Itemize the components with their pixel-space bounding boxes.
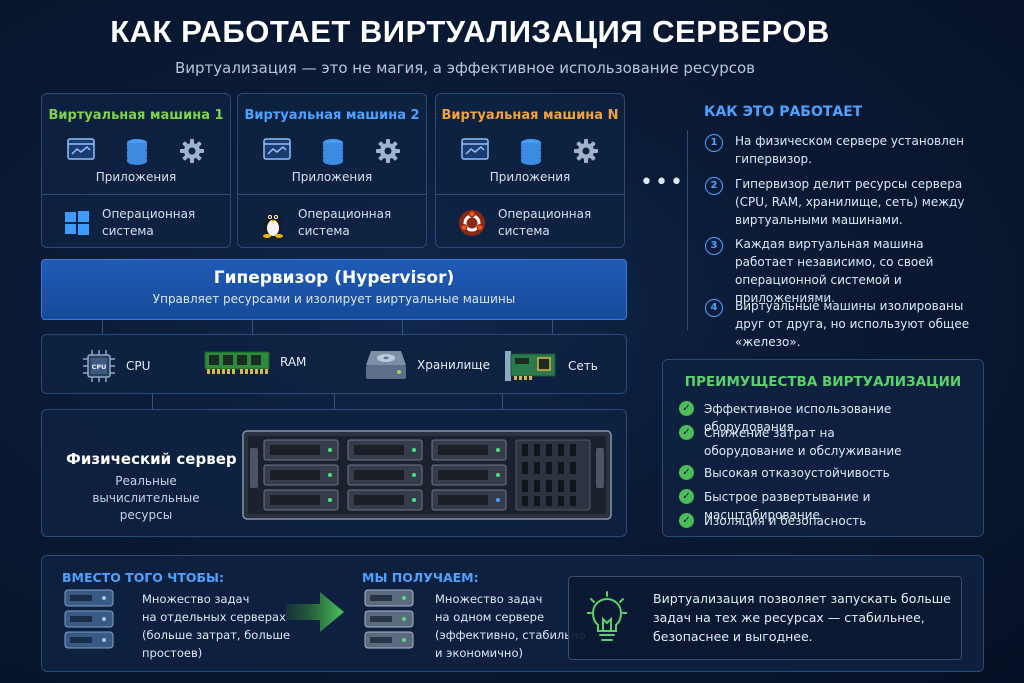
vm-os-label: Операционная система xyxy=(102,207,196,238)
hypervisor-subtitle: Управляет ресурсами и изолирует виртуаль… xyxy=(152,292,516,306)
hypervisor-bar: Гипервизор (Hypervisor) Управляет ресурс… xyxy=(41,259,627,320)
vm-card-n: Виртуальная машина N Приложения Операцио… xyxy=(435,93,625,248)
resource-label: RAM xyxy=(280,355,307,369)
check-icon: ✓ xyxy=(679,513,694,528)
result-text: Множество задач на одном сервере (эффект… xyxy=(435,592,586,660)
network-card-icon xyxy=(505,351,556,381)
check-icon: ✓ xyxy=(679,425,694,440)
physical-server-panel: Физический сервер Реальные вычислительны… xyxy=(41,409,627,537)
ubuntu-icon xyxy=(459,210,485,236)
vm-title: Виртуальная машина N xyxy=(441,108,619,123)
check-icon: ✓ xyxy=(679,465,694,480)
how-step: 3 Каждая виртуальная машина работает нез… xyxy=(705,235,975,307)
advantage-item: ✓ Эффективное использование оборудования xyxy=(679,400,974,436)
database-icon xyxy=(323,139,343,165)
resource-cpu: CPU CPU xyxy=(82,349,150,383)
step-text: Гипервизор делит ресурсы сервера (CPU, R… xyxy=(735,177,965,227)
comparison-panel: ВМЕСТО ТОГО ЧТОБЫ: Множество задач на от… xyxy=(41,555,984,672)
vm-apps-label: Приложения xyxy=(489,170,571,184)
resource-network: Сеть xyxy=(504,349,598,383)
step-number: 2 xyxy=(705,177,723,195)
how-it-works-title: КАК ЭТО РАБОТАЕТ xyxy=(704,104,863,120)
physical-server-title: Физический сервер xyxy=(66,450,237,468)
step-text: На физическом сервере установлен гиперви… xyxy=(735,134,965,166)
vm-os-label: Операционная система xyxy=(298,207,392,238)
advantage-item: ✓ Изоляция и безопасность xyxy=(679,512,974,530)
rack-server-icon xyxy=(242,430,612,520)
result-title: МЫ ПОЛУЧАЕМ: xyxy=(362,570,479,585)
arrow-right-icon xyxy=(286,592,344,632)
step-number: 3 xyxy=(705,237,723,255)
advantages-title: ПРЕИМУЩЕСТВА ВИРТУАЛИЗАЦИИ xyxy=(684,374,962,390)
more-vms-ellipsis: ••• xyxy=(640,170,685,195)
browser-window-icon xyxy=(263,138,291,160)
how-step: 2 Гипервизор делит ресурсы сервера (CPU,… xyxy=(705,175,975,229)
vm-apps-label: Приложения xyxy=(95,170,177,184)
browser-window-icon xyxy=(67,138,95,160)
vm-title: Виртуальная машина 1 xyxy=(48,108,224,123)
linux-icon xyxy=(263,213,283,238)
vm-card-2: Виртуальная машина 2 Приложения Операцио… xyxy=(237,93,427,248)
how-step: 4 Виртуальные машины изолированы друг от… xyxy=(705,297,975,351)
gear-icon xyxy=(574,139,598,163)
instead-text: Множество задач на отдельных серверах (б… xyxy=(142,592,291,660)
instead-title: ВМЕСТО ТОГО ЧТОБЫ: xyxy=(62,570,225,585)
resource-label: Сеть xyxy=(568,359,598,373)
how-step: 1 На физическом сервере установлен гипер… xyxy=(705,132,975,168)
step-text: Каждая виртуальная машина работает незав… xyxy=(735,237,934,305)
ram-icon xyxy=(204,351,270,374)
database-icon xyxy=(127,139,147,165)
advantage-item: ✓ Высокая отказоустойчивость xyxy=(679,464,974,482)
server-stack-icon xyxy=(64,589,114,649)
resource-label: CPU xyxy=(126,359,151,373)
hypervisor-title: Гипервизор (Hypervisor) xyxy=(213,268,455,288)
page-title: КАК РАБОТАЕТ ВИРТУАЛИЗАЦИЯ СЕРВЕРОВ xyxy=(110,14,830,49)
server-stack-icon xyxy=(364,589,414,649)
windows-icon xyxy=(65,211,89,235)
resource-storage: Хранилище xyxy=(365,349,490,381)
vm-os-label: Операционная система xyxy=(498,207,592,238)
advantages-panel: ПРЕИМУЩЕСТВА ВИРТУАЛИЗАЦИИ ✓ Эффективное… xyxy=(662,359,984,537)
step-number: 1 xyxy=(705,134,723,152)
tip-text: Виртуализация позволяет запускать больше… xyxy=(653,591,951,644)
gear-icon xyxy=(376,139,400,163)
page-subtitle: Виртуализация — это не магия, а эффектив… xyxy=(174,59,756,77)
check-icon: ✓ xyxy=(679,401,694,416)
database-icon xyxy=(521,139,541,165)
physical-server-subtitle: Реальные вычислительные ресурсы xyxy=(92,474,200,522)
advantage-item: ✓ Снижение затрат на оборудование и обсл… xyxy=(679,424,914,460)
gear-icon xyxy=(180,139,204,163)
check-icon: ✓ xyxy=(679,489,694,504)
step-text: Виртуальные машины изолированы друг от д… xyxy=(735,299,970,349)
resources-bar: CPU CPU RAM Хранилище Сеть xyxy=(41,334,627,394)
browser-window-icon xyxy=(461,138,489,160)
advantage-item: ✓ Быстрое развертывание и масштабировани… xyxy=(679,488,974,524)
vm-card-1: Виртуальная машина 1 Приложения Операцио… xyxy=(41,93,231,248)
resource-ram: RAM xyxy=(204,349,306,375)
storage-icon xyxy=(366,351,406,379)
lightbulb-icon xyxy=(587,591,627,641)
vm-apps-label: Приложения xyxy=(291,170,373,184)
resource-label: Хранилище xyxy=(417,358,490,372)
cpu-icon: CPU xyxy=(83,350,115,382)
step-number: 4 xyxy=(705,299,723,317)
vm-title: Виртуальная машина 2 xyxy=(244,108,420,123)
tip-box: Виртуализация позволяет запускать больше… xyxy=(568,576,962,660)
cpu-chip-label: CPU xyxy=(92,363,107,371)
